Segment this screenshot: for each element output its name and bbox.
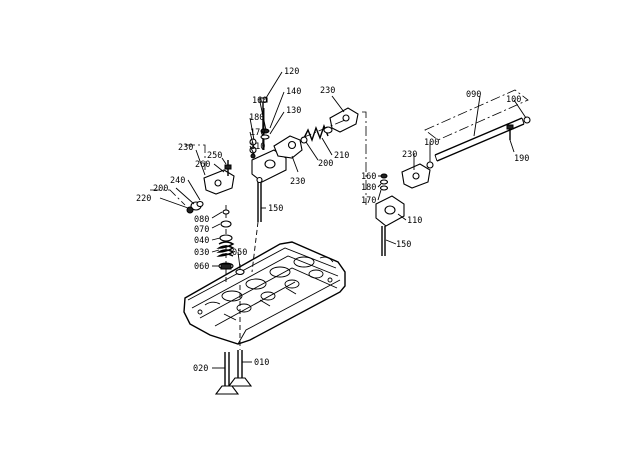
callout-090: 090 (466, 90, 481, 100)
exhaust-valve (227, 350, 253, 387)
intake-valve (214, 352, 240, 395)
callout-labels: 120 140 130 160 180 170 110 230 150 230 … (136, 67, 529, 374)
callout-060: 060 (194, 262, 209, 272)
callout-230: 230 (290, 177, 305, 187)
callout-030: 030 (194, 248, 209, 258)
callout-050: 050 (232, 248, 247, 258)
callout-170: 170 (361, 196, 376, 206)
callout-190: 190 (514, 154, 529, 164)
callout-220: 220 (136, 194, 151, 204)
outer-left-rocker (186, 160, 235, 214)
callout-160: 160 (361, 172, 376, 182)
callout-230: 230 (178, 143, 193, 153)
callout-120: 120 (284, 67, 299, 77)
callout-140: 140 (286, 87, 301, 97)
callout-250: 250 (207, 151, 222, 161)
callout-210: 210 (334, 151, 349, 161)
callout-150: 150 (268, 204, 283, 214)
callout-150: 150 (396, 240, 411, 250)
callout-180: 180 (249, 113, 264, 123)
cylinder-head (183, 241, 346, 345)
callout-040: 040 (194, 236, 209, 246)
callout-160: 160 (252, 96, 267, 106)
callout-230: 230 (402, 150, 417, 160)
leader-lines (159, 71, 527, 369)
callout-200: 200 (318, 159, 333, 169)
rocker-shaft-assembly (375, 89, 531, 256)
callout-200: 200 (153, 184, 168, 194)
callout-230: 230 (320, 86, 335, 96)
valve-spring-stack (216, 205, 245, 285)
callout-240: 240 (170, 176, 185, 186)
callout-100: 100 (506, 95, 521, 105)
callout-180: 180 (361, 183, 376, 193)
callout-080: 080 (194, 215, 209, 225)
rocker-spring-assembly (300, 107, 359, 144)
callout-110: 110 (250, 142, 265, 152)
callout-020: 020 (193, 364, 208, 374)
callout-070: 070 (194, 225, 209, 235)
callout-110: 110 (407, 216, 422, 226)
callout-260: 260 (195, 160, 210, 170)
callout-170: 170 (250, 128, 265, 138)
callout-100: 100 (424, 138, 439, 148)
callout-010: 010 (254, 358, 269, 368)
callout-130: 130 (286, 106, 301, 116)
